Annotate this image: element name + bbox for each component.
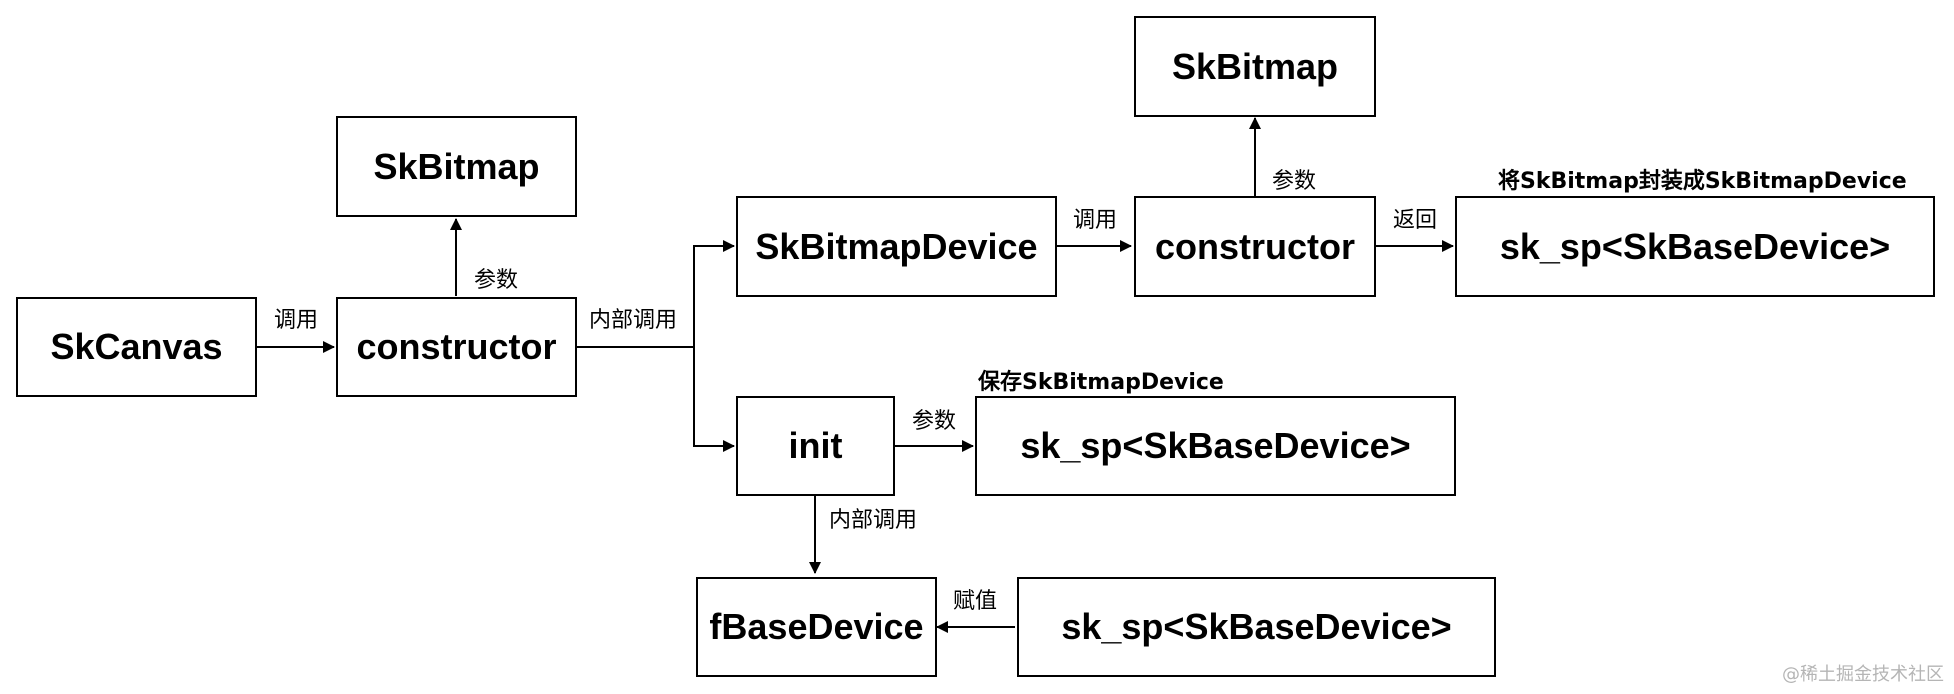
init-node: init xyxy=(736,396,895,496)
constructor2-node: constructor xyxy=(1134,196,1376,297)
edge-label-assign: 赋值 xyxy=(953,589,998,614)
sksp-top-node: sk_sp<SkBaseDevice> xyxy=(1455,196,1935,297)
skbitmapdevice-node: SkBitmapDevice xyxy=(736,196,1057,297)
edge-label-call2: 调用 xyxy=(1073,208,1118,233)
edge-label-internal-call1: 内部调用 xyxy=(589,308,678,333)
note-save-device: 保存SkBitmapDevice xyxy=(978,370,1224,395)
skcanvas-node: SkCanvas xyxy=(16,297,257,397)
watermark: @稀土掘金技术社区 xyxy=(1782,664,1944,685)
edge-label-param2: 参数 xyxy=(1272,169,1317,194)
edge-label-param3: 参数 xyxy=(912,409,957,434)
edge-label-return: 返回 xyxy=(1393,208,1438,233)
sksp-mid-node: sk_sp<SkBaseDevice> xyxy=(975,396,1456,496)
edge-constructor-to-init xyxy=(693,347,735,452)
constructor-node: constructor xyxy=(336,297,577,397)
edge-label-param1: 参数 xyxy=(474,268,519,293)
note-wrap-bitmap: 将SkBitmap封装成SkBitmapDevice xyxy=(1498,169,1907,194)
fbasedevice-node: fBaseDevice xyxy=(696,577,937,677)
edge-label-call: 调用 xyxy=(274,308,319,333)
edge-label-internal-call2: 内部调用 xyxy=(829,508,918,533)
edge-constructor-to-skbitmapdevice xyxy=(577,240,735,348)
skbitmap2-node: SkBitmap xyxy=(1134,16,1376,117)
skbitmap-node: SkBitmap xyxy=(336,116,577,217)
sksp-bottom-node: sk_sp<SkBaseDevice> xyxy=(1017,577,1496,677)
